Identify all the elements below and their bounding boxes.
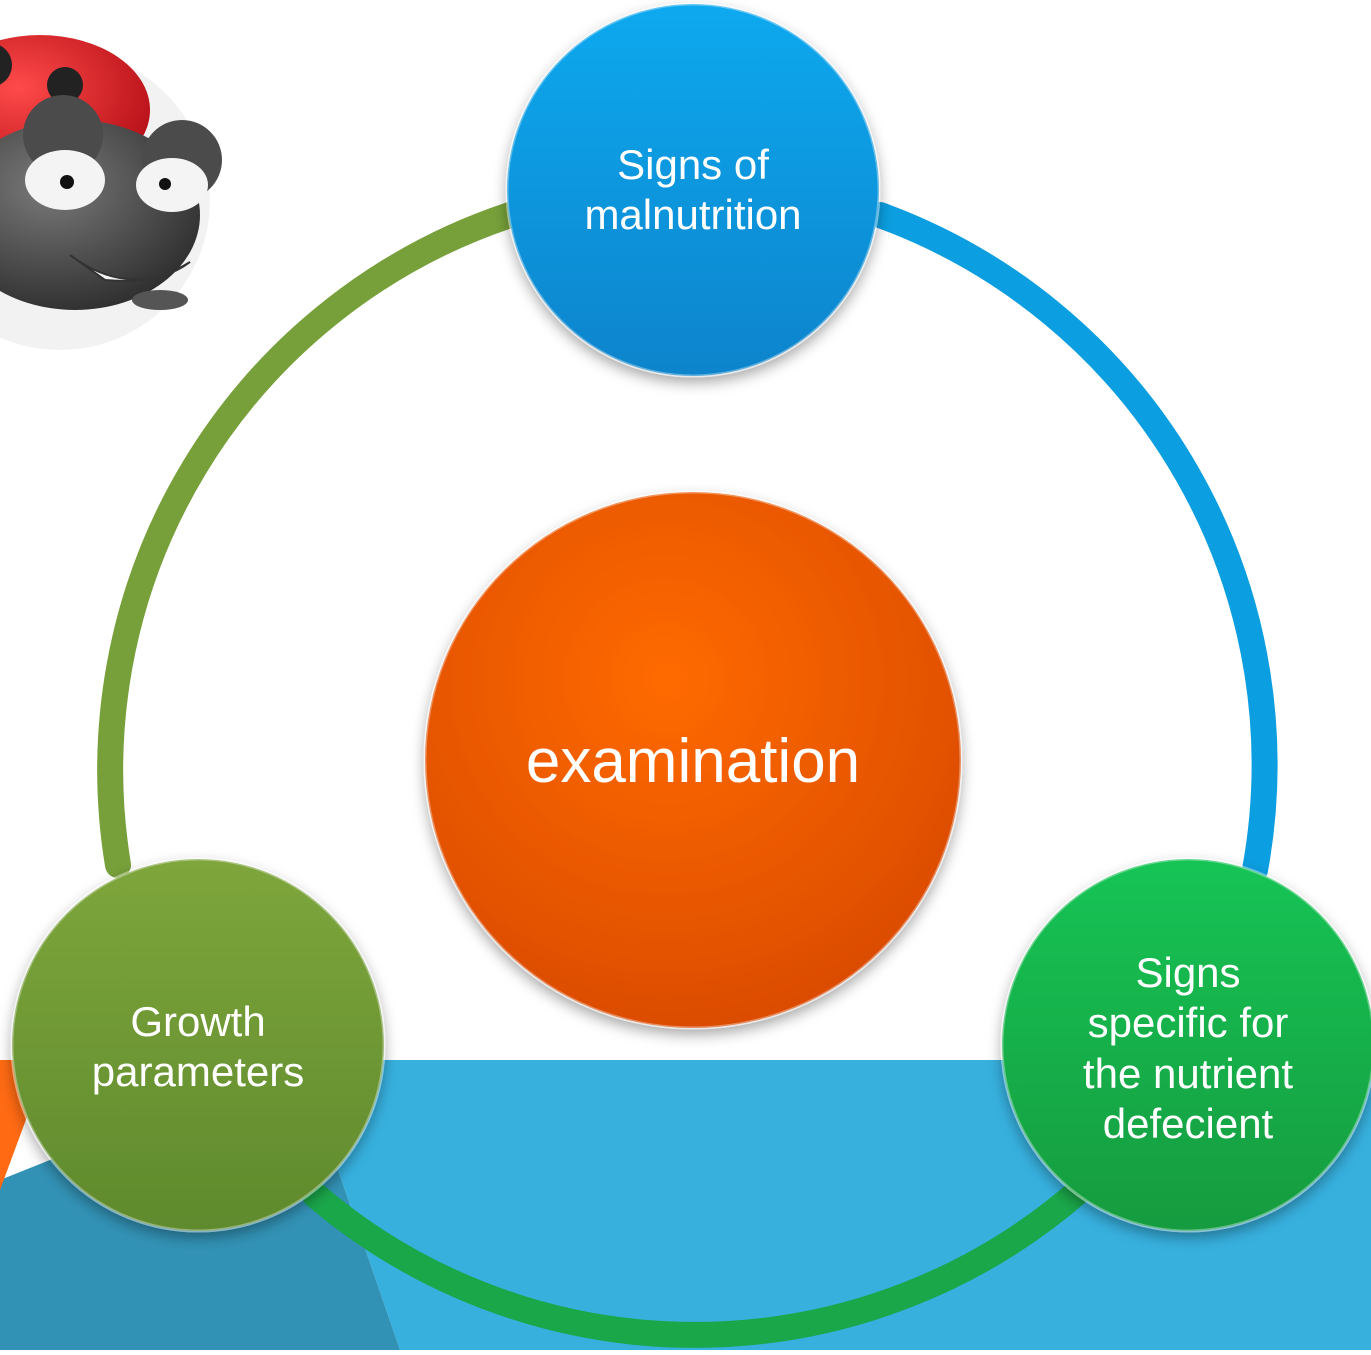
node-growth-parameters [10, 857, 386, 1233]
cycle-ring [97, 202, 1278, 1348]
ring-segment-blue [867, 202, 1278, 883]
center-node-examination [423, 490, 963, 1030]
ladybug-mascot-icon [0, 35, 222, 350]
node-signs-specific-nutrient [1000, 857, 1371, 1233]
node-signs-of-malnutrition [505, 2, 881, 378]
ring-segment-green [302, 1177, 1093, 1348]
ring-segment-olive [97, 202, 523, 878]
